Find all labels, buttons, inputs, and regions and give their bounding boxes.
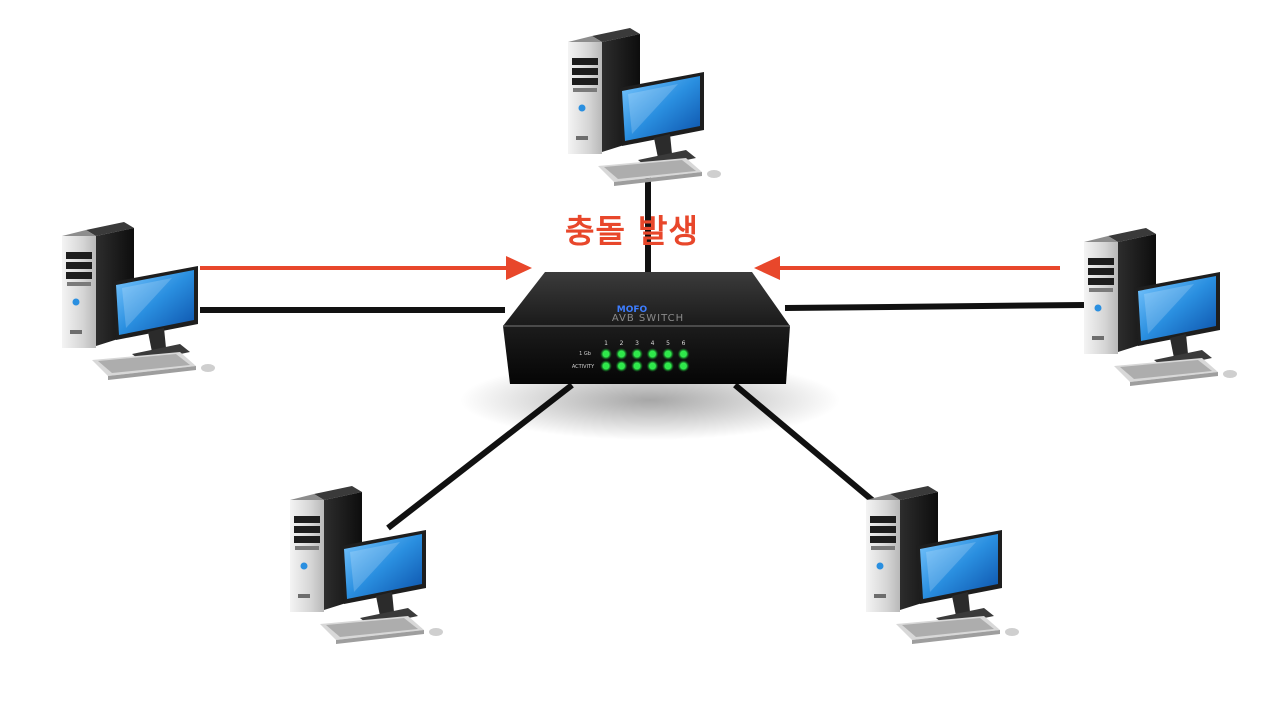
switch-model-label: AVB SWITCH	[612, 313, 684, 324]
switch-activity-label: ACTIVITY	[572, 364, 595, 370]
switch-link-label: 1 Gb	[579, 351, 591, 357]
switch-leds	[600, 348, 690, 372]
port-1-led-link	[603, 351, 609, 357]
port-4-led-activity	[649, 363, 656, 369]
port-3-led-activity	[634, 363, 640, 369]
computer-bottom-right	[866, 486, 1019, 644]
cable-right	[784, 302, 1085, 311]
arrow-from-left	[200, 256, 532, 280]
collision-arrows	[200, 256, 1060, 280]
port-number-3: 3	[635, 340, 639, 347]
switch-top	[503, 272, 790, 326]
port-2-led-link	[618, 351, 625, 357]
port-2-led-activity	[618, 363, 625, 369]
port-4-led-link	[649, 351, 656, 357]
port-3-led-link	[634, 351, 640, 357]
port-number-6: 6	[682, 340, 686, 347]
network-switch: MOFO AVB SWITCH 1 Gb ACTIVITY 1 2 3 4 5 6	[460, 272, 840, 440]
port-6-led-link	[680, 351, 687, 357]
port-number-2: 2	[620, 340, 624, 347]
computer-left	[62, 222, 215, 380]
switch-front	[503, 326, 790, 384]
port-6-led-activity	[680, 363, 687, 369]
port-5-led-link	[665, 351, 671, 357]
computer-top	[568, 28, 721, 186]
port-5-led-activity	[665, 363, 671, 369]
switch-port-numbers: 1 2 3 4 5 6	[604, 340, 686, 347]
arrow-from-right	[754, 256, 1060, 280]
port-1-led-activity	[603, 363, 609, 369]
port-number-4: 4	[651, 340, 655, 347]
computer-right	[1084, 228, 1237, 386]
switch-brand-label: MOFO	[617, 305, 648, 315]
port-number-5: 5	[666, 340, 670, 347]
computer-bottom-left	[290, 486, 443, 644]
port-number-1: 1	[604, 340, 608, 347]
collision-label: 충돌 발생	[565, 212, 699, 250]
